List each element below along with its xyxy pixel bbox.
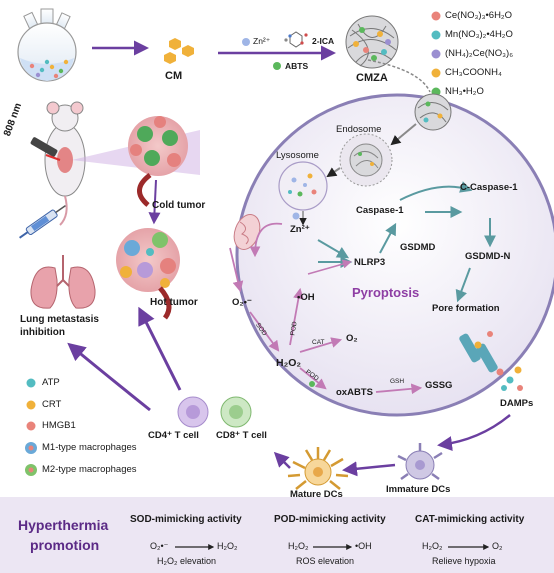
gssg-label: GSSG [425, 380, 453, 391]
cold-tumor-icon [128, 116, 188, 207]
sod-activity-title: SOD-mimicking activity [130, 514, 242, 525]
immature-to-mature-arrow [342, 461, 396, 477]
damps-icon [496, 366, 523, 391]
h2o2-label: H₂O₂ [276, 357, 302, 369]
cat-eq-right: O₂ [492, 541, 503, 551]
tcell-to-lung-arrow [67, 342, 151, 412]
pore-formation-label: Pore formation [432, 303, 500, 314]
membrane-pore-icon [459, 331, 498, 373]
cell-legend-dots [25, 378, 37, 476]
zn-ion-icon [242, 38, 250, 46]
syringe-icon [19, 205, 66, 239]
sod-eq-right: H₂O₂ [217, 541, 238, 551]
immature-dc-icon [397, 443, 443, 481]
damps-to-dc-arrow [437, 414, 511, 451]
hyperthermia-label-2: promotion [30, 537, 100, 553]
cell-legend-4: M1-type macrophages [42, 442, 137, 453]
c-caspase1-label: C-Caspase-1 [460, 182, 518, 193]
cmza-entering-icon [414, 93, 452, 131]
superoxide-label: O₂•⁻ [232, 297, 252, 308]
pod-activity-title: POD-mimicking activity [274, 514, 386, 525]
cd8-t-cell-icon [220, 396, 252, 428]
abts-label: ABTS [285, 61, 309, 71]
immature-dcs-label: Immature DCs [386, 484, 451, 495]
abts-icon [273, 62, 281, 70]
zn-label: Zn²⁺ [253, 36, 271, 46]
tcell-to-hot-tumor-arrow [138, 306, 182, 391]
o2-label: O₂ [346, 333, 358, 344]
cm-label: CM [165, 70, 183, 82]
cold-tumor-label: Cold tumor [152, 200, 206, 211]
caspase1-label: Caspase-1 [356, 205, 404, 216]
cell-legend-3: HMGB1 [42, 420, 76, 431]
hot-tumor-icon [116, 228, 180, 320]
pod-eq-left: H₂O₂ [288, 541, 309, 551]
cm-nanoparticles-icon [164, 38, 194, 64]
pyroptosis-label: Pyroptosis [352, 285, 420, 300]
cat-activity-title: CAT-mimicking activity [415, 514, 525, 525]
gsh-label: GSH [390, 378, 405, 385]
ica-molecule-icon [284, 31, 308, 48]
bottom-panel [0, 497, 554, 573]
lung-label-2: inhibition [20, 327, 65, 338]
reagent-legend-1: Ce(NO₃)₃•6H₂O [445, 10, 513, 21]
mature-dc-icon [287, 447, 349, 490]
ica-label: 2-ICA [312, 36, 335, 46]
dc-to-tcell-arrow [273, 451, 291, 469]
pod-eq-right: •OH [355, 541, 372, 551]
reaction-flask-icon [17, 8, 77, 82]
gsdmd-n-label: GSDMD-N [465, 251, 511, 262]
lysosome-label: Lysosome [276, 150, 319, 161]
sod-activity-sub: H₂O₂ elevation [157, 556, 217, 566]
sod-eq-left: O₂•⁻ [150, 541, 169, 551]
reagent-legend-3: (NH₄)₂Ce(NO₃)₆ [445, 48, 514, 59]
cat-eq-left: H₂O₂ [422, 541, 443, 551]
hyperthermia-label-1: Hyperthermia [18, 517, 109, 533]
cmza-label: CMZA [356, 72, 388, 84]
reagent-legend-4: CH₃COONH₄ [445, 67, 502, 78]
lysosome-icon [278, 161, 328, 211]
lung-label-1: Lung metastasis [20, 314, 99, 325]
cell-legend-1: ATP [42, 377, 60, 388]
cmza-nanoparticle-icon [345, 15, 399, 69]
reagent-legend-5: NH₃•H₂O [445, 86, 484, 97]
mature-dcs-label: Mature DCs [290, 489, 343, 500]
endosome-label: Endosome [336, 124, 382, 135]
lungs-icon [30, 255, 96, 309]
oh-label: •OH [297, 292, 315, 303]
reagent-legend-2: Mn(NO₃)₂•4H₂O [445, 29, 513, 40]
hot-tumor-label: Hot tumor [150, 297, 198, 308]
cat-activity-sub: Relieve hypoxia [432, 556, 496, 566]
oxabts-label: oxABTS [336, 387, 373, 398]
cell-legend-2: CRT [42, 399, 62, 410]
cat-enzyme-label: CAT [312, 339, 325, 346]
reagent-legend-dots [431, 11, 441, 97]
damps-label: DAMPs [500, 398, 534, 409]
gsdmd-label: GSDMD [400, 242, 436, 253]
cd4-t-cell-icon [177, 396, 209, 428]
zn-ion-cell-icon [292, 212, 300, 220]
pod-activity-sub: ROS elevation [296, 556, 355, 566]
nlrp3-label: NLRP3 [354, 257, 386, 268]
cd8-label: CD8⁺ T cell [216, 430, 267, 441]
cold-to-hot-arrow [148, 179, 161, 225]
cell-legend-5: M2-type macrophages [42, 464, 137, 475]
zn-cell-label: Zn²⁺ [290, 224, 310, 235]
endosome-icon [339, 133, 393, 187]
cd4-label: CD4⁺ T cell [148, 430, 199, 441]
